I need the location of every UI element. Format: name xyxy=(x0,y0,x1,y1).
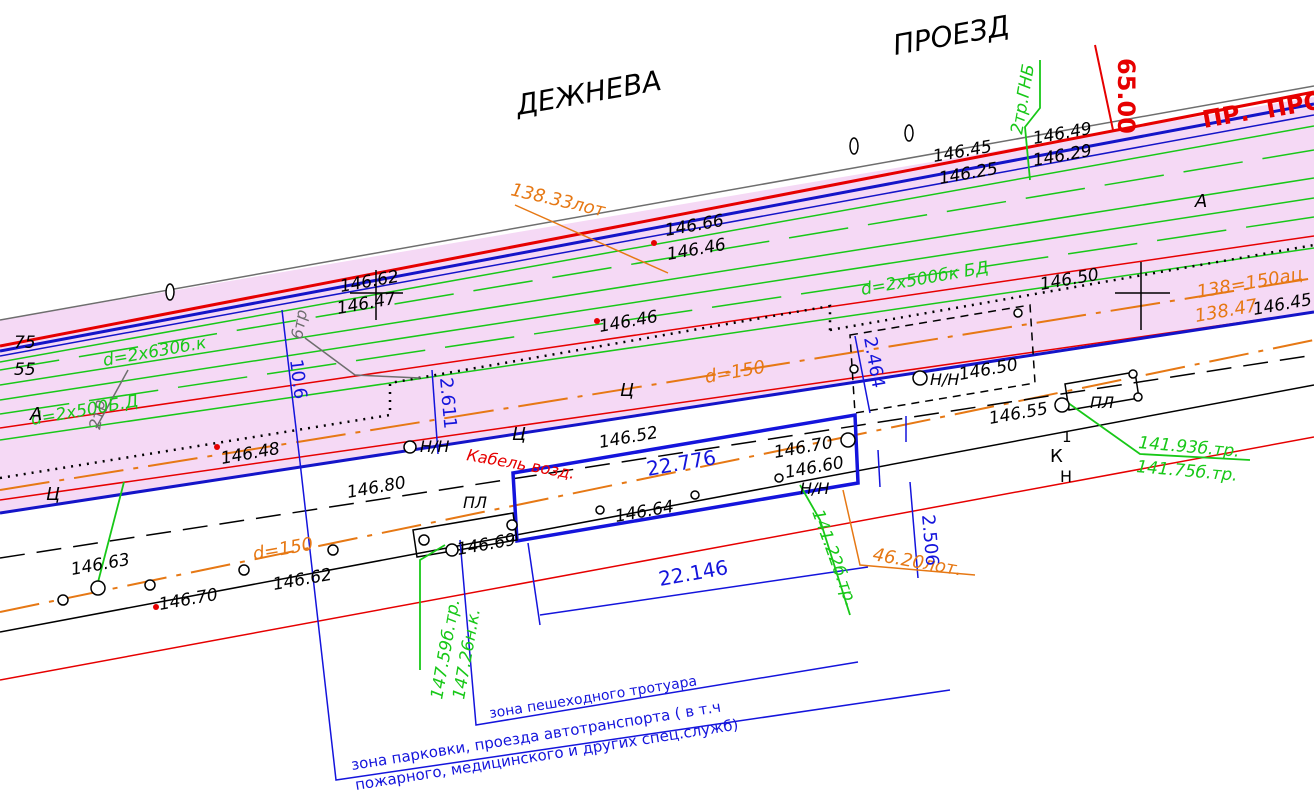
two-pipe-label: 2тр xyxy=(85,398,109,431)
pl-label-2: ПЛ xyxy=(1090,393,1114,412)
gray-leader-2 xyxy=(95,369,129,429)
dim-106: 10.6 xyxy=(285,358,311,400)
dim-2611: 2.611 xyxy=(435,377,460,430)
pl-box-left xyxy=(412,512,518,558)
green-lines xyxy=(0,125,1314,441)
lamp-post-icons xyxy=(165,124,914,301)
dimension-lines xyxy=(281,309,951,781)
dotted-right xyxy=(829,243,1314,332)
manholes xyxy=(57,308,1143,606)
black-line-bottom xyxy=(0,384,1314,633)
parking-box xyxy=(511,412,860,544)
hh-label-3: Н/Н xyxy=(800,479,829,498)
elev-14669: 146.69 xyxy=(455,530,517,560)
survey-crosses xyxy=(350,262,1170,330)
dim-22146: 22.146 xyxy=(657,555,730,591)
red-line-bottom xyxy=(0,436,1314,681)
red-points xyxy=(153,240,657,610)
red-line-top xyxy=(0,90,1314,348)
red-level-label: 65.00 xyxy=(1112,58,1140,134)
letter-c-2: Ц xyxy=(512,424,526,445)
property-line-top xyxy=(0,85,1314,321)
red-line-mid-2 xyxy=(0,311,1314,501)
gnb-label: 2тр.ГНБ xyxy=(1007,63,1039,136)
dashed-box-right xyxy=(849,304,1036,414)
elev-14662b: 146.62 xyxy=(271,565,333,595)
k1-h: Н xyxy=(1060,467,1072,486)
letter-c-1: Ц xyxy=(620,380,634,401)
letter-a-left: А xyxy=(29,404,42,425)
elev-14680: 146.80 xyxy=(345,473,407,503)
roadway-fill xyxy=(0,97,1314,512)
street-name-left: ДЕЖНЕВА xyxy=(512,64,664,122)
red-leader-65 xyxy=(1094,44,1114,131)
blue-edge-top xyxy=(0,102,1314,353)
elev-14670b: 146.70 xyxy=(157,585,219,615)
elev-14664: 146.64 xyxy=(613,497,675,527)
orange-leader-13833 xyxy=(514,204,669,274)
elev-14175: 141.75б.тр. xyxy=(1136,457,1239,486)
elev-55: 55 xyxy=(14,360,36,380)
blue-edge-bottom xyxy=(0,310,1314,515)
blue-edge-top-2 xyxy=(0,114,1314,357)
elev-13833: 138.33лот xyxy=(509,179,608,221)
hh-label-2: Н/Н xyxy=(930,370,959,389)
dim-2506: 2.506 xyxy=(917,514,942,567)
red-line-mid xyxy=(0,235,1314,429)
pl-label-1: ПЛ xyxy=(463,493,487,512)
elev-75: 75 xyxy=(14,333,36,353)
green-leaders xyxy=(96,60,1251,670)
street-name-right: ПРОЕЗД xyxy=(890,9,1011,62)
hh-label-1: Н/Н xyxy=(420,437,449,456)
gray-leader xyxy=(304,337,421,379)
pipe-d150-left: d=150 xyxy=(251,534,315,565)
orange-leader-4620 xyxy=(842,489,976,576)
orange-pipe-low xyxy=(0,339,1314,613)
six-pipe-label: 6тр xyxy=(287,308,311,341)
letter-a-right: А xyxy=(1194,191,1207,212)
letter-c-3: Ц xyxy=(46,484,60,505)
k1-k: К xyxy=(1050,446,1063,467)
k1-top: 1 xyxy=(1062,428,1072,446)
